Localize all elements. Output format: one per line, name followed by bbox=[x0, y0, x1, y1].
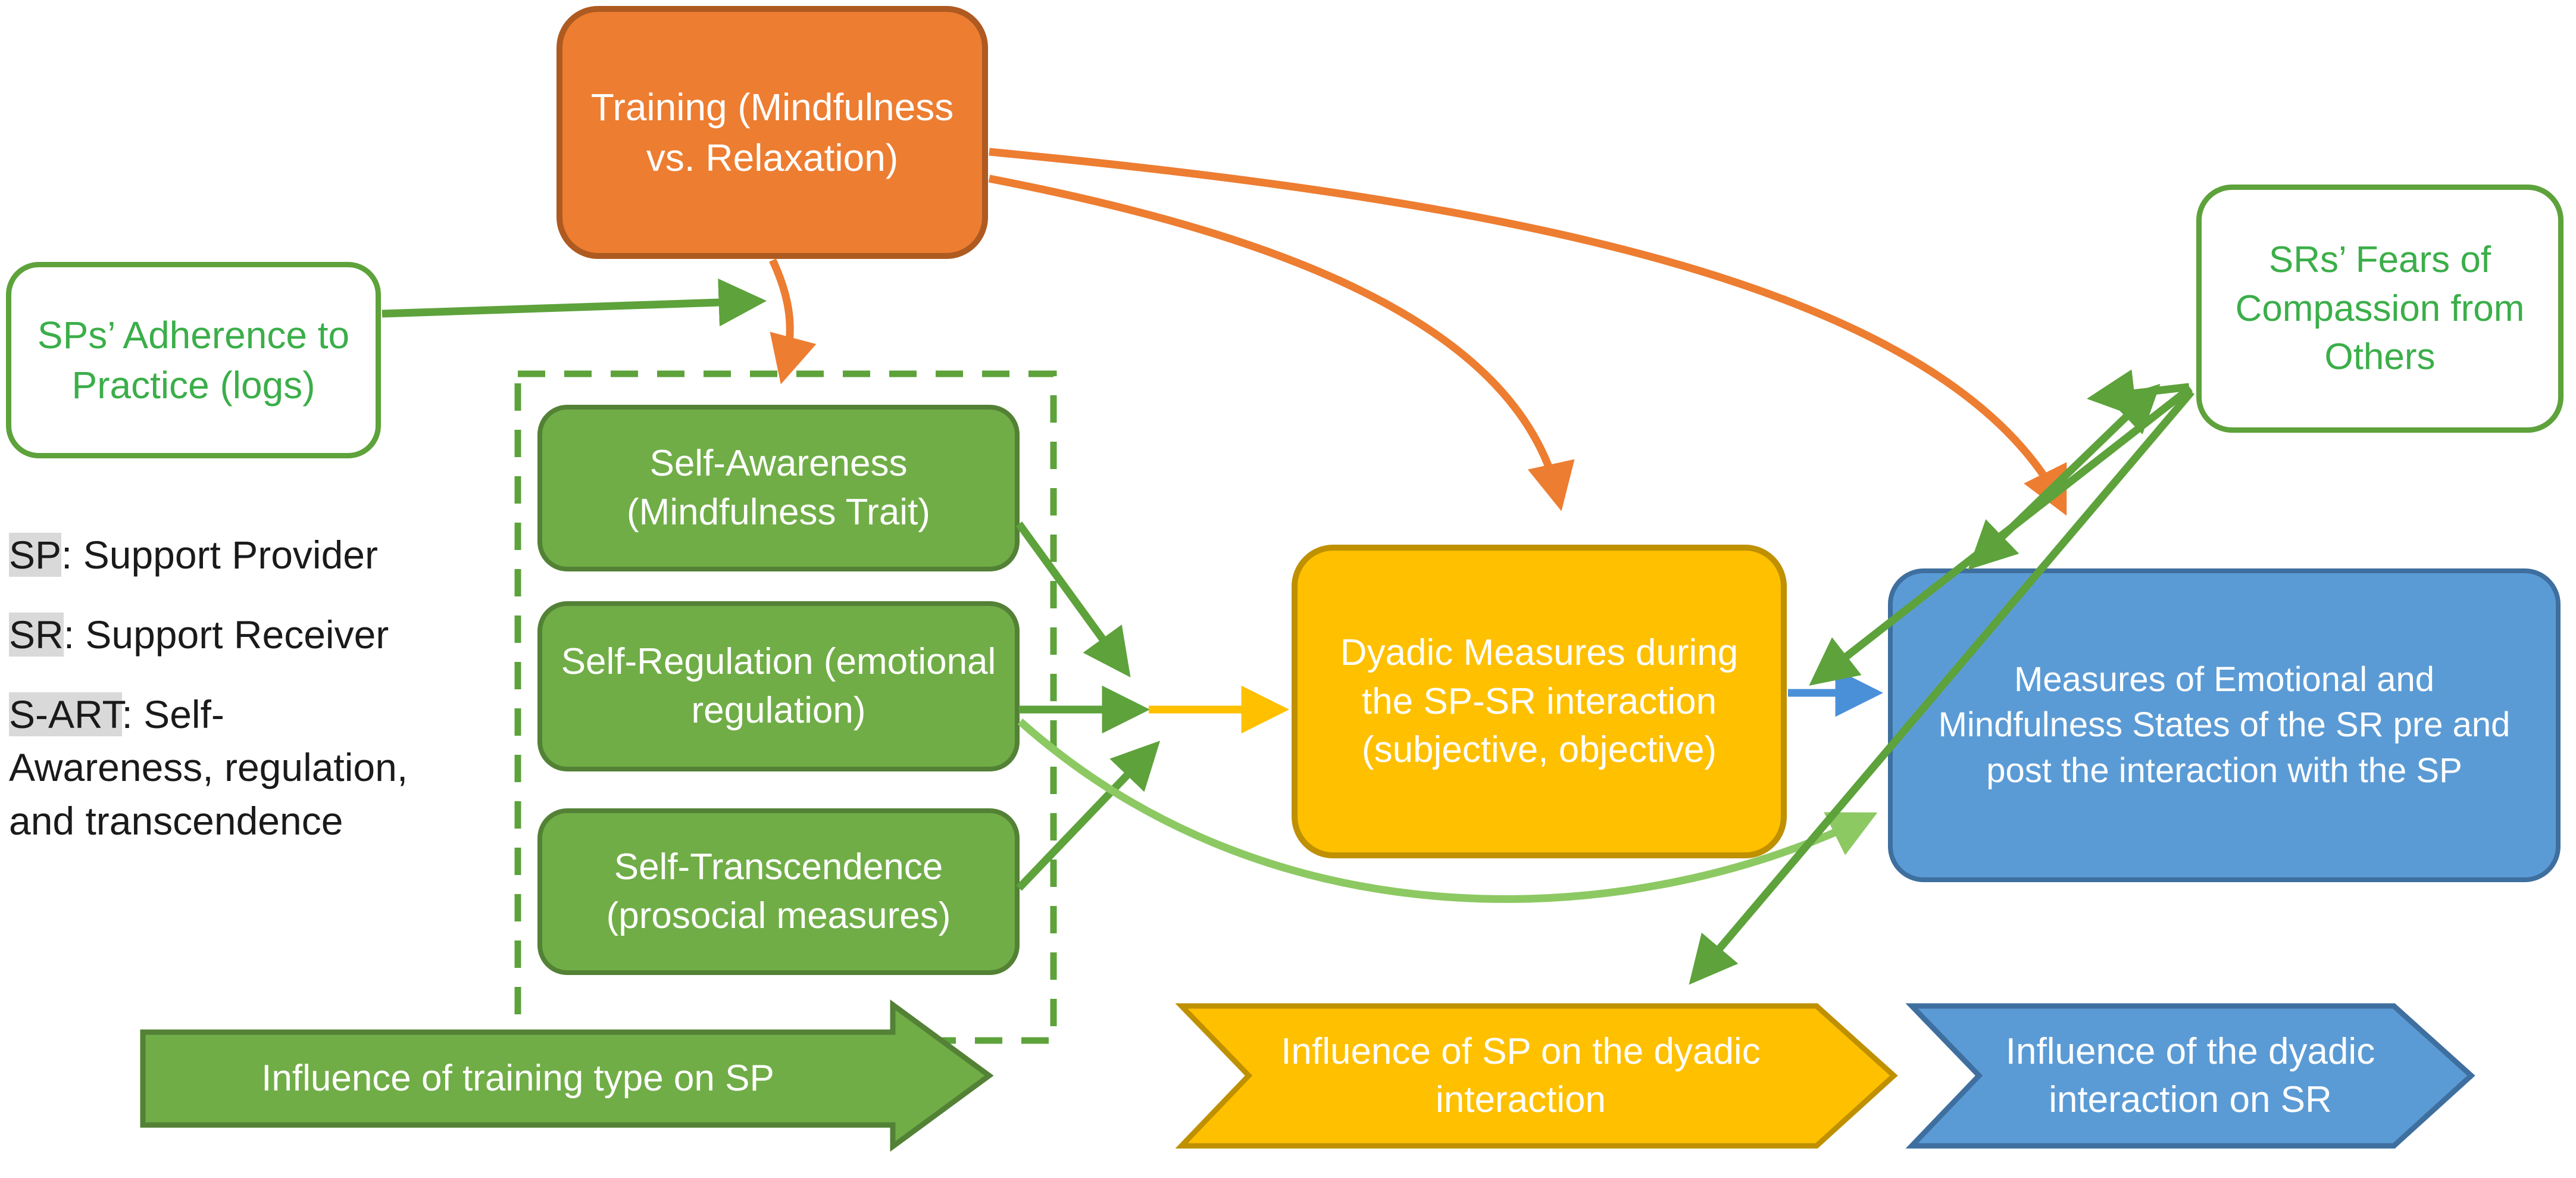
legend-term-sart: S-ART bbox=[9, 692, 122, 736]
node-self-awareness: Self-Awareness (Mindfulness Trait) bbox=[537, 405, 1020, 571]
node-sr-measures-label: Measures of Emotional and Mindfulness St… bbox=[1938, 660, 2511, 790]
arrow-adherence-moderates-training-path bbox=[382, 278, 767, 327]
node-sr-fears-label: SRs’ Fears of Compassion from Others bbox=[2235, 239, 2525, 378]
node-sp-adherence: SPs’ Adherence to Practice (logs) bbox=[6, 262, 381, 458]
arrow-training-to-sart bbox=[769, 258, 817, 385]
arrow-self-transcendence-to-junction bbox=[1016, 740, 1161, 891]
arrow-training-to-dyadic bbox=[988, 174, 1575, 511]
legend: SP: Support Provider SR: Support Receive… bbox=[9, 529, 414, 874]
node-self-transcendence-label: Self-Transcendence (prosocial measures) bbox=[606, 846, 951, 936]
node-dyadic-measures-label: Dyadic Measures during the SP-SR interac… bbox=[1340, 632, 1739, 771]
legend-term-sp: SP bbox=[9, 533, 62, 577]
legend-item-sart: S-ART: Self-Awareness, regulation, and t… bbox=[9, 688, 414, 848]
node-self-regulation: Self-Regulation (emotional regulation) bbox=[537, 601, 1020, 771]
legend-def-sr: : Support Receiver bbox=[63, 612, 389, 657]
process-arrow-sr-label: Influence of the dyadic interaction on S… bbox=[2005, 1030, 2375, 1120]
arrow-self-awareness-to-junction bbox=[1015, 521, 1131, 678]
node-sr-fears: SRs’ Fears of Compassion from Others bbox=[2196, 185, 2564, 433]
node-self-transcendence: Self-Transcendence (prosocial measures) bbox=[537, 808, 1020, 975]
arrow-sr-measures-fears-bidirectional bbox=[1968, 383, 2161, 570]
node-dyadic-measures: Dyadic Measures during the SP-SR interac… bbox=[1292, 545, 1787, 858]
node-sp-adherence-label: SPs’ Adherence to Practice (logs) bbox=[37, 313, 350, 407]
process-arrow-sp-label: Influence of SP on the dyadic interactio… bbox=[1281, 1030, 1761, 1120]
legend-item-sp: SP: Support Provider bbox=[9, 529, 414, 582]
process-arrow-training-label: Influence of training type on SP bbox=[261, 1057, 774, 1099]
node-training-label: Training (Mindfulness vs. Relaxation) bbox=[590, 86, 954, 179]
legend-term-sr: SR bbox=[9, 612, 64, 657]
arrow-fears-moderates-orange-path bbox=[2086, 369, 2190, 417]
arrow-training-to-sr-measures bbox=[989, 148, 2067, 516]
node-training: Training (Mindfulness vs. Relaxation) bbox=[557, 6, 988, 259]
node-sr-measures: Measures of Emotional and Mindfulness St… bbox=[1888, 568, 2561, 882]
legend-def-sp: : Support Provider bbox=[61, 533, 378, 577]
node-self-awareness-label: Self-Awareness (Mindfulness Trait) bbox=[627, 443, 930, 533]
legend-def-sart: : Self-Awareness, regulation, and transc… bbox=[9, 692, 408, 843]
legend-item-sr: SR: Support Receiver bbox=[9, 608, 414, 662]
node-self-regulation-label: Self-Regulation (emotional regulation) bbox=[561, 641, 996, 731]
